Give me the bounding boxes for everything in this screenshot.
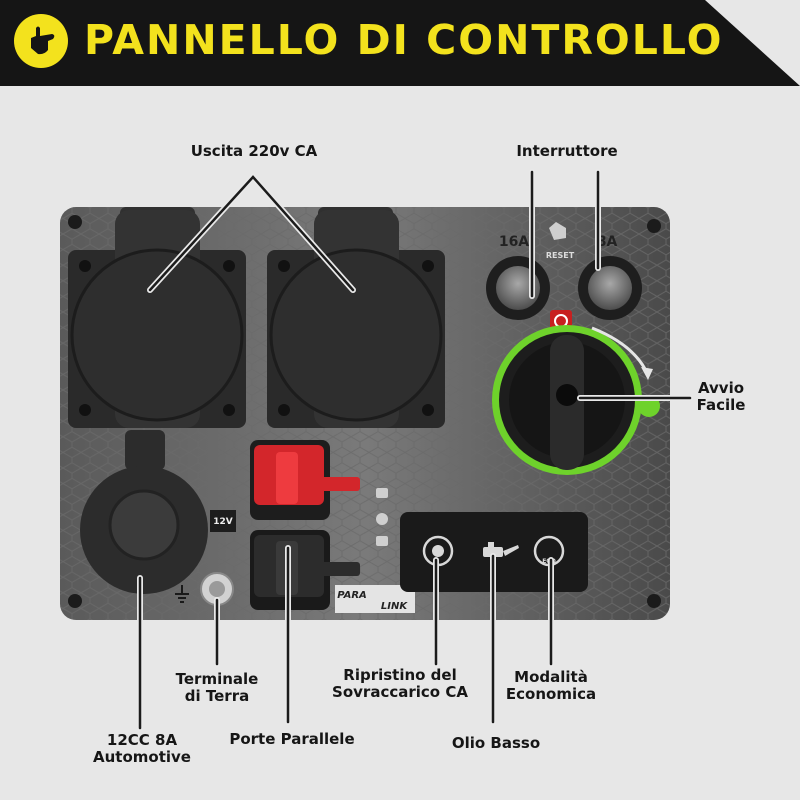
reset-hand-icon <box>549 222 566 240</box>
header-corner-cut <box>705 0 800 86</box>
header-bar: PANNELLO DI CONTROLLO <box>0 0 800 86</box>
callout-lines <box>137 169 693 731</box>
reset-label: RESET <box>546 251 575 260</box>
pointing-hand-icon <box>14 14 68 68</box>
breaker-8a-label: 8A <box>597 234 618 250</box>
breaker-8a[interactable] <box>578 256 642 320</box>
dc-outlet[interactable] <box>80 430 208 594</box>
breaker-label: Interruttore <box>516 142 618 160</box>
ac-outlet-right[interactable] <box>267 207 445 428</box>
paralink-top-label: PARA <box>337 590 367 601</box>
paralink-bottom-label: LINK <box>381 601 408 612</box>
parallel-info-icons <box>376 488 388 546</box>
parallel-ports-label: Porte Parallele <box>229 730 355 748</box>
paralink-badge <box>335 585 415 613</box>
dc-badge: 12V <box>213 517 233 527</box>
easy-start-label: Avvio Facile <box>696 379 746 414</box>
overload-reset-label: Ripristino del Sovraccarico CA <box>332 666 468 701</box>
breaker-16a[interactable] <box>486 256 550 320</box>
oil-can-icon <box>483 542 519 557</box>
ground-terminal-label: Terminale di Terra <box>175 670 259 705</box>
rotation-arrow-icon <box>591 326 653 380</box>
easy-start-dial[interactable] <box>492 325 642 475</box>
page-title: PANNELLO DI CONTROLLO <box>84 16 724 64</box>
panel-screws <box>68 215 661 608</box>
ac-outlet-left[interactable] <box>68 207 246 428</box>
dc-badge-box <box>210 510 236 532</box>
dc-outlet-label: 12CC 8A Automotive <box>93 731 191 766</box>
ac-outlet-label: Uscita 220v CA <box>190 142 318 160</box>
breaker-16a-label: 16A <box>499 234 529 250</box>
parallel-port-red[interactable] <box>250 440 360 520</box>
eco-mode-label: Modalità Economica <box>505 668 597 703</box>
low-oil-label: Olio Basso <box>451 734 541 752</box>
ground-symbol-icon <box>175 585 189 603</box>
